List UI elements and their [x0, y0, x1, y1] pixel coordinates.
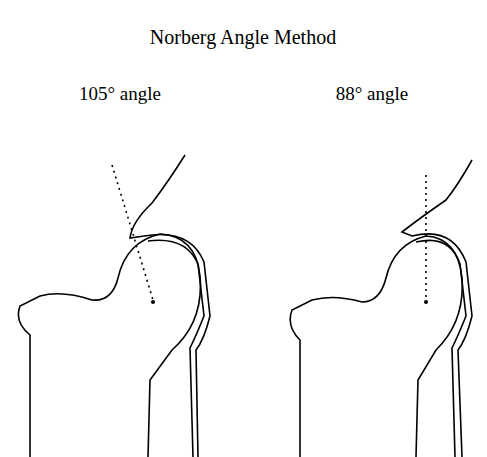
joint-line [416, 240, 466, 457]
angle-line [112, 165, 153, 300]
femur-outline [18, 234, 200, 457]
angle-label: 88° angle [336, 84, 409, 105]
head-center [424, 300, 428, 304]
acetabulum-outline [402, 160, 472, 457]
diagram-title: Norberg Angle Method [150, 26, 336, 48]
angle-label: 105° angle [79, 84, 161, 105]
left-hip [18, 155, 210, 457]
head-center [151, 300, 155, 304]
acetabulum-outline [130, 155, 210, 457]
joint-line [148, 240, 204, 457]
right-hip [290, 160, 472, 457]
femur-outline [290, 236, 462, 457]
angle-line [425, 175, 427, 300]
